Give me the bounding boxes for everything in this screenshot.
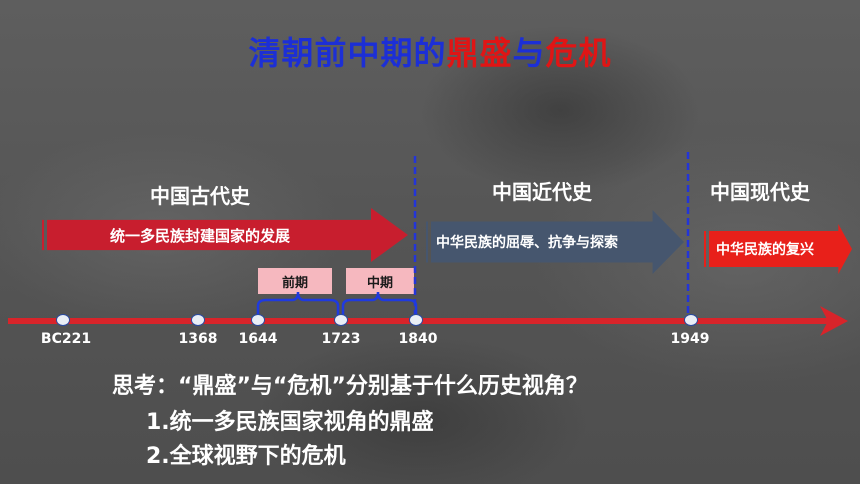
year-label-1723: 1723 bbox=[321, 331, 361, 347]
brace-middle bbox=[341, 291, 418, 318]
title-part-3: 与 bbox=[512, 34, 546, 72]
theme-modern: 中华民族的屈辱、抗争与探索 bbox=[436, 235, 618, 251]
answer-1: 1.统一多民族国家视角的鼎盛 bbox=[146, 410, 434, 435]
year-label-1644: 1644 bbox=[238, 331, 278, 347]
timeline-dot-1949 bbox=[684, 314, 698, 326]
era-label-contemporary: 中国现代史 bbox=[710, 180, 810, 204]
title-part-2: 鼎盛 bbox=[446, 34, 513, 72]
year-label-bc221: BC221 bbox=[40, 331, 92, 347]
timeline-dot-1840 bbox=[409, 314, 423, 326]
timeline-dot-bc221 bbox=[56, 314, 70, 326]
era-label-modern: 中国近代史 bbox=[492, 180, 592, 204]
timeline-dot-1644 bbox=[251, 314, 265, 326]
page-title: 清朝前中期的鼎盛与危机 bbox=[0, 28, 860, 74]
title-part-4: 危机 bbox=[545, 34, 612, 72]
timeline-arrowhead bbox=[820, 306, 848, 336]
year-label-1949: 1949 bbox=[670, 331, 710, 347]
year-label-1840: 1840 bbox=[398, 331, 438, 347]
timeline-dot-1723 bbox=[334, 314, 348, 326]
year-label-1368: 1368 bbox=[178, 331, 218, 347]
answer-2: 2.全球视野下的危机 bbox=[146, 444, 346, 469]
arrow-contemporary: 中华民族的复兴 bbox=[700, 224, 852, 274]
theme-ancient: 统一多民族封建国家的发展 bbox=[110, 226, 291, 245]
brace-early bbox=[256, 291, 340, 318]
timeline-dot-1368 bbox=[191, 314, 205, 326]
era-label-ancient: 中国古代史 bbox=[150, 184, 250, 208]
phase-label-early: 前期 bbox=[258, 268, 332, 294]
phase-label-middle: 中期 bbox=[346, 268, 414, 294]
thinking-question: 思考：“鼎盛”与“危机”分别基于什么历史视角？ bbox=[112, 374, 588, 399]
theme-contemporary: 中华民族的复兴 bbox=[716, 242, 814, 258]
title-part-1: 清朝前中期的 bbox=[248, 34, 447, 72]
